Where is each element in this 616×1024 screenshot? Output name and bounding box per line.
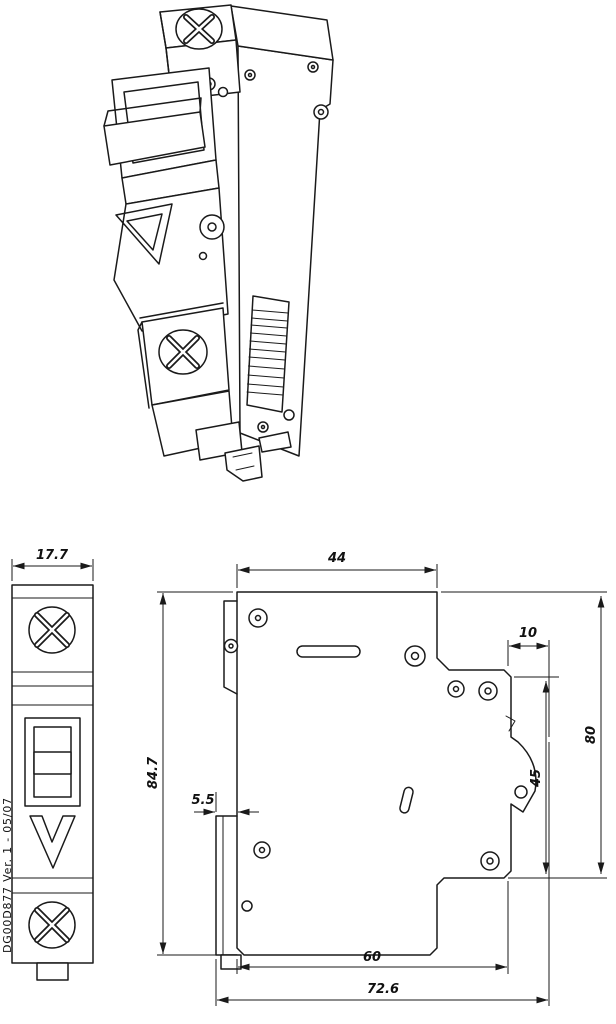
iso-arrow-marking-outer	[115, 203, 173, 265]
iso-rivet-center	[247, 72, 253, 78]
dim-clip-height: 45	[508, 676, 607, 879]
front-top-screw-slot-face	[35, 613, 69, 647]
front-view: 17.7	[11, 548, 94, 981]
front-arrow-marking	[29, 815, 76, 869]
document-code: DG00D877 Ver. 1 - 05/07	[1, 797, 14, 953]
dim-label-base-width: 60	[363, 950, 381, 965]
dim-rail-depth: 5.5	[191, 792, 259, 816]
dim-label-clip-height: 45	[529, 769, 544, 788]
dim-front-width-extension-lines	[11, 559, 94, 581]
side-terminal-hole	[478, 681, 498, 701]
dim-overall-height: 84.7	[146, 591, 233, 956]
dim-label-overall-depth: 72.6	[367, 982, 399, 997]
side-rivet-center	[410, 651, 420, 661]
dim-label-clip-offset: 10	[519, 626, 537, 641]
dim-label-rail-depth: 5.5	[191, 793, 214, 808]
dim-front-width: 17.7	[11, 548, 94, 581]
dim-base-width: 60	[236, 881, 509, 974]
iso-din-clip-lines	[232, 452, 255, 471]
side-body-outline	[236, 591, 537, 956]
iso-small-hole	[198, 251, 208, 261]
dim-label-side-height: 80	[584, 726, 599, 744]
iso-toggle-handle	[103, 111, 206, 166]
iso-bottom-terminal-side	[137, 321, 150, 409]
side-strip-hole-center	[228, 643, 234, 649]
iso-toggle-handle-top	[103, 97, 202, 127]
side-rivet-center	[254, 614, 262, 622]
iso-pole-indicator-center	[207, 222, 217, 232]
front-foot-tab	[36, 962, 69, 981]
side-terminal-hole-center	[452, 685, 460, 693]
iso-rivet-hole	[307, 61, 319, 73]
dim-overall-depth: 72.6	[215, 742, 550, 1006]
side-rivet-center	[486, 857, 494, 865]
front-toggle-handle	[33, 751, 72, 775]
front-bottom-screw-slot-face	[35, 908, 69, 942]
side-small-hole	[241, 900, 253, 912]
front-section-lines	[11, 597, 94, 894]
side-rivet-hole	[404, 645, 426, 667]
side-rivet-hole	[253, 841, 271, 859]
dim-label-top-width: 44	[327, 551, 346, 566]
side-rivet-center	[258, 846, 266, 854]
side-terminal-hole-center	[484, 687, 492, 695]
side-clip-pivot	[514, 785, 528, 799]
side-rivet-hole	[480, 851, 500, 871]
iso-rivet-hole	[257, 421, 269, 433]
iso-rivet-hole	[313, 104, 329, 120]
dim-side-height: 80	[441, 591, 607, 874]
side-view: 44 10 84.7 5.5 45 80	[146, 551, 607, 1006]
iso-pole-indicator	[199, 214, 225, 240]
isometric-view	[103, 4, 334, 482]
side-front-strip	[223, 600, 238, 695]
side-strip-hole	[223, 638, 239, 654]
iso-bottom-terminal-edge	[139, 302, 224, 319]
dim-overall-height-extension-lines	[157, 591, 233, 956]
iso-contact-hole	[217, 86, 229, 98]
iso-rivet-center	[317, 108, 325, 116]
iso-barcode-label	[246, 295, 290, 413]
iso-clip-step	[258, 431, 292, 453]
iso-rivet-hole	[244, 69, 256, 81]
iso-top-screw-slot-face	[184, 15, 214, 43]
side-terminal-hole	[447, 680, 465, 698]
side-rivet-hole	[248, 608, 268, 628]
side-clip-detail	[505, 715, 516, 732]
dim-base-width-extension-lines	[236, 881, 509, 974]
dim-clip-height-extension-lines	[508, 676, 607, 879]
iso-rivet-hole	[283, 409, 295, 421]
side-din-rail-channel	[215, 815, 238, 956]
iso-arrow-marking-inner	[126, 213, 163, 251]
iso-rivet-center	[260, 424, 266, 430]
dim-top-width-extension-lines	[236, 564, 438, 588]
dim-label-front-width: 17.7	[36, 548, 69, 563]
iso-rivet-center	[310, 64, 316, 70]
side-vent-slot	[296, 645, 361, 658]
iso-barcode-lines	[246, 309, 289, 396]
iso-bottom-screw-slot-face	[167, 336, 199, 368]
dim-overall-depth-extension-lines	[215, 742, 550, 1006]
dim-top-width: 44	[236, 551, 438, 588]
side-angled-slot	[399, 786, 414, 814]
iso-din-clip	[224, 445, 263, 482]
dim-label-overall-height: 84.7	[146, 756, 161, 789]
